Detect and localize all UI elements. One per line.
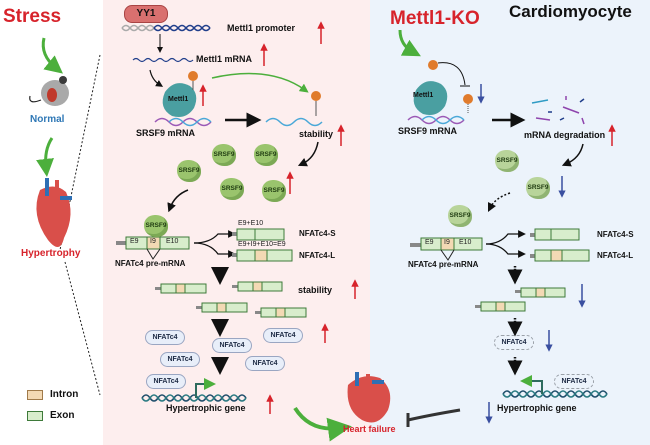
nfatc4-s-label-ko: NFATc4-S	[597, 230, 634, 239]
srsf9-mrna-label-wt: SRSF9 mRNA	[136, 128, 196, 138]
normal-label: Normal	[30, 114, 65, 125]
srsf9-mrna-label-ko: SRSF9 mRNA	[398, 126, 458, 136]
mettl1-label-ko: Mettl1	[413, 92, 434, 99]
pre-mrna-label-ko: NFATc4 pre-mRNA	[408, 260, 479, 269]
exon-e10: E10	[166, 238, 179, 245]
legend-intron-label: Intron	[50, 389, 79, 400]
nfatc4-protein: NFATc4	[160, 352, 200, 367]
srsf9-protein: SRSF9	[220, 178, 244, 200]
hypertrophy-label: Hypertrophy	[21, 248, 81, 259]
srsf9-protein: SRSF9	[212, 144, 236, 166]
to-heart-failure-arrow	[293, 406, 352, 442]
degraded-rna-fragments	[531, 96, 585, 125]
nfatc4-protein-ko-unbound: NFATc4	[554, 374, 594, 389]
exon-e9: E9	[130, 238, 139, 245]
srsf9-protein-bound: SRSF9	[144, 215, 168, 237]
isoform-long-formula: E9+I9+E10=E9	[238, 241, 286, 248]
mettl1-enzyme-wt	[162, 83, 197, 117]
mettl1-ko-title: Mettl1-KO	[390, 8, 480, 29]
legend-exon-label: Exon	[50, 410, 75, 421]
nfatc4-protein: NFATc4	[263, 328, 303, 343]
mettl1-enzyme-ko	[413, 81, 448, 115]
heart-icon-heart-failure	[347, 372, 391, 423]
nfatc4-l-label-wt: NFATc4-L	[299, 251, 336, 260]
mettl1-mrna-label: Mettl1 mRNA	[196, 54, 253, 64]
stability-label-wt: stability	[299, 129, 334, 139]
exon-e9-ko: E9	[425, 239, 434, 246]
cardiomyocyte-title: Cardiomyocyte	[509, 2, 632, 21]
isoform-short-formula: E9+E10	[238, 220, 264, 227]
nfatc4-protein: NFATc4	[212, 338, 252, 353]
stable-transcripts-wt	[155, 281, 307, 318]
hypertrophic-gene-label-ko: Hypertrophic gene	[497, 403, 577, 413]
intron-i9-ko: I9	[444, 239, 450, 246]
pre-mrna-label-wt: NFATc4 pre-mRNA	[115, 259, 186, 268]
isoform-stability-label: stability	[298, 285, 333, 295]
mouse-icon	[29, 76, 69, 106]
nfatc4-protein-ko: NFATc4	[494, 335, 534, 350]
srsf9-protein-ko: SRSF9	[526, 177, 550, 199]
nfatc4-protein-bound: NFATc4	[146, 374, 186, 389]
srsf9-protein-ko-bound: SRSF9	[448, 205, 472, 227]
stress-arrow-1	[41, 37, 63, 74]
exon-e10-ko: E10	[459, 239, 472, 246]
inhibition-line	[407, 408, 461, 422]
yy1-badge: YY1	[124, 5, 168, 23]
nfatc4-l-label-ko: NFATc4-L	[597, 251, 634, 260]
exon-swatch	[27, 411, 43, 421]
mettl1-label-wt: Mettl1	[168, 96, 189, 103]
zoom-line-bottom	[64, 261, 101, 396]
srsf9-protein: SRSF9	[254, 144, 278, 166]
mrna-degradation-label: mRNA degradation	[524, 130, 606, 140]
intron-swatch	[27, 390, 43, 400]
srsf9-protein-ko: SRSF9	[495, 150, 519, 172]
nfatc4-protein: NFATc4	[245, 356, 285, 371]
srsf9-protein: SRSF9	[177, 160, 201, 182]
nfatc4-protein: NFATc4	[145, 330, 185, 345]
srsf9-protein: SRSF9	[262, 180, 286, 202]
intron-i9: I9	[150, 238, 156, 245]
mettl1-promoter-label: Mettl1 promoter	[227, 23, 296, 33]
heart-icon-hypertrophy	[36, 178, 72, 248]
stress-arrow-2	[36, 137, 54, 177]
nfatc4-s-label-wt: NFATc4-S	[299, 229, 336, 238]
stress-title: Stress	[3, 6, 62, 27]
heart-failure-label: Heart failure	[343, 424, 396, 434]
hypertrophic-gene-label-wt: Hypertrophic gene	[166, 403, 246, 413]
